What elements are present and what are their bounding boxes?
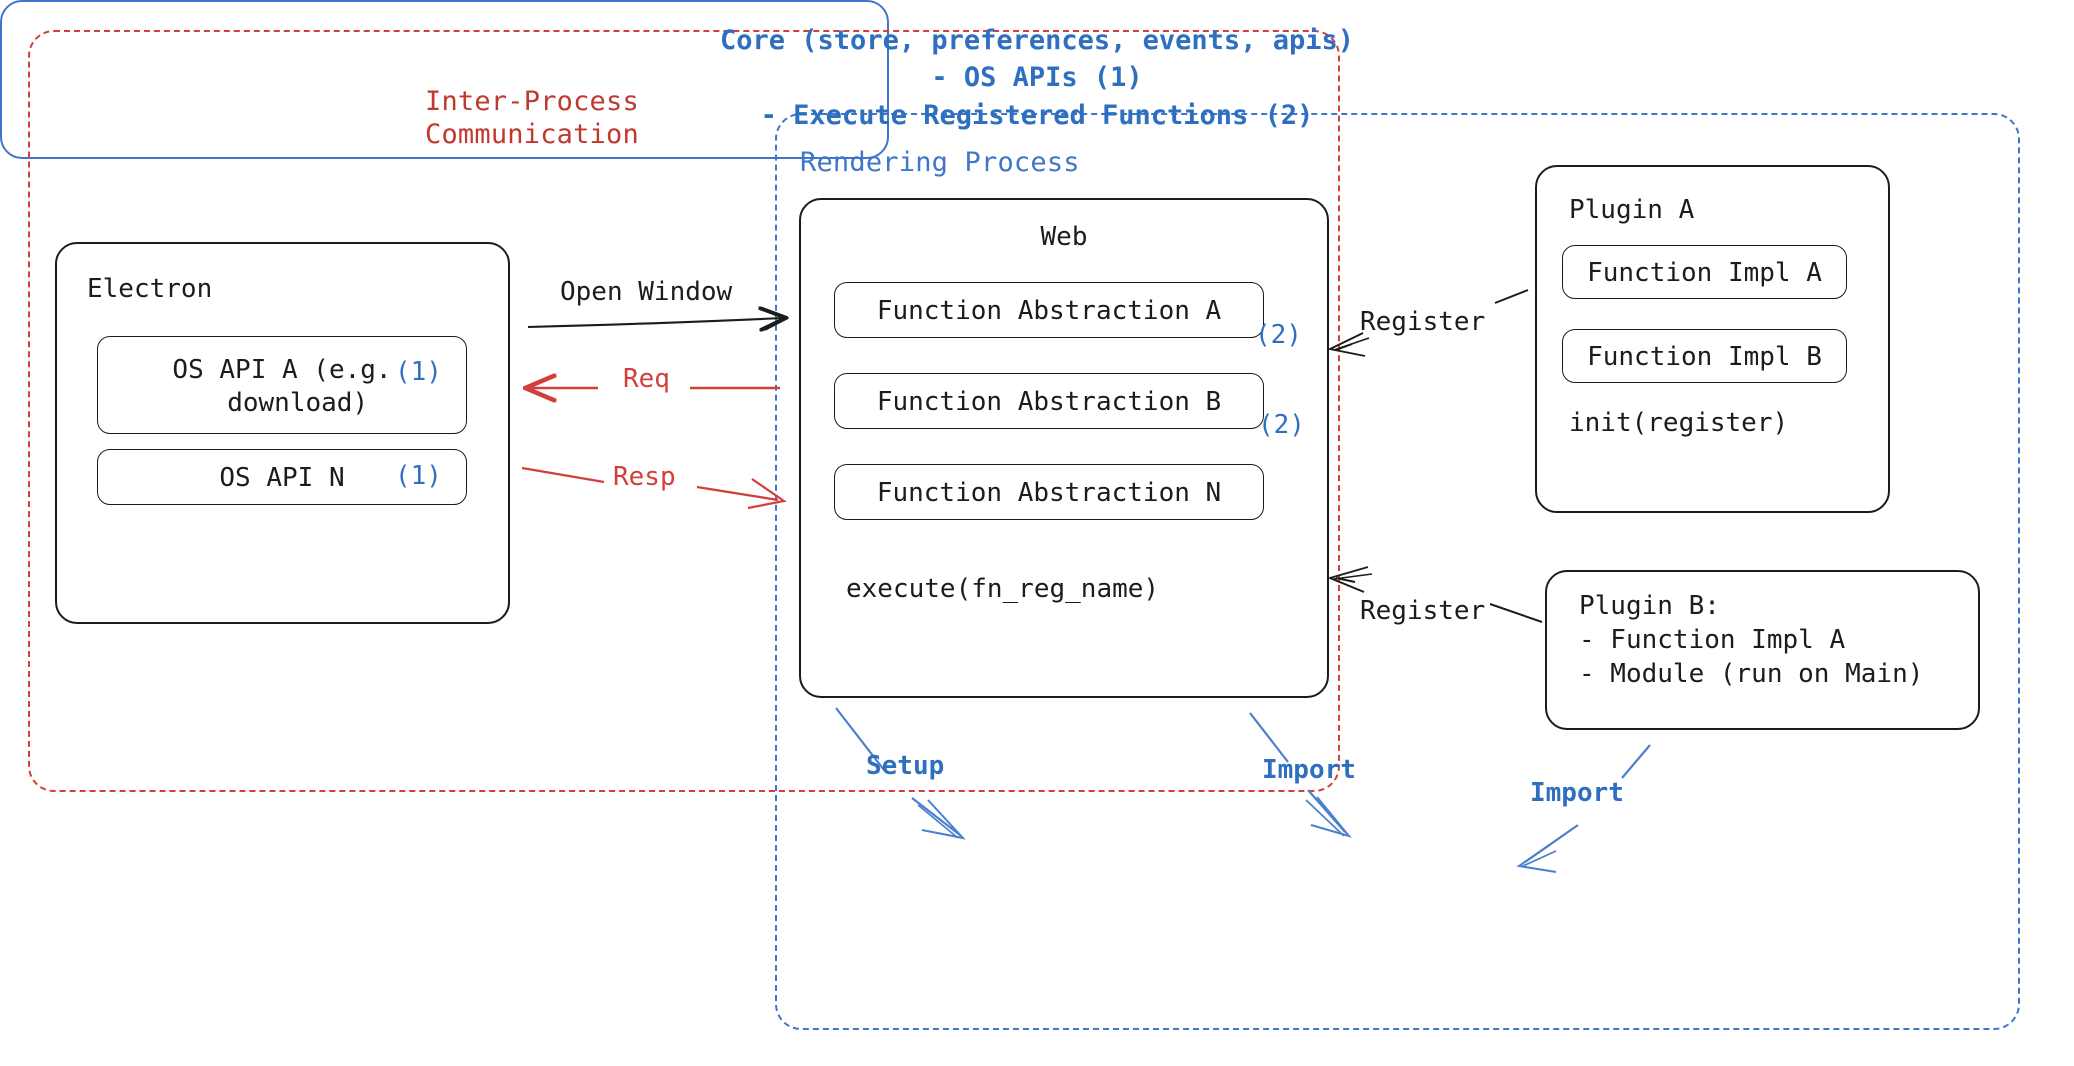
- function-impl-b-label: Function Impl B: [1587, 342, 1822, 372]
- core-box[interactable]: Core (store, preferences, events, apis) …: [0, 0, 1354, 159]
- plugin-b-box[interactable]: Plugin B: - Function Impl A - Module (ru…: [1545, 570, 1980, 730]
- function-abstraction-a-badge: (2): [1255, 320, 1302, 350]
- plugin-a-box[interactable]: Plugin A Function Impl A Function Impl B…: [1535, 165, 1890, 513]
- function-impl-a-label: Function Impl A: [1587, 258, 1822, 288]
- electron-box[interactable]: Electron OS API A (e.g. download) OS API…: [55, 242, 510, 624]
- group-rendering-process: [775, 113, 2020, 1030]
- plugin-a-init-label: init(register): [1569, 408, 1789, 438]
- os-api-n-badge: (1): [395, 461, 442, 491]
- connector-label-setup: Setup: [866, 751, 945, 781]
- web-box[interactable]: Web Function Abstraction A Function Abst…: [799, 198, 1329, 698]
- connector-label-resp: Resp: [613, 462, 676, 492]
- function-abstraction-b-badge: (2): [1258, 410, 1305, 440]
- os-api-a-box[interactable]: OS API A (e.g. download): [97, 336, 467, 434]
- function-impl-b-box[interactable]: Function Impl B: [1562, 329, 1847, 383]
- function-abstraction-n-box[interactable]: Function Abstraction N: [834, 464, 1264, 520]
- web-title: Web: [1040, 222, 1088, 252]
- connector-label-register-plugin-b: Register: [1360, 596, 1486, 626]
- function-abstraction-b-label: Function Abstraction B: [876, 387, 1222, 417]
- group-label-rendering-process: Rendering Process: [800, 147, 1080, 178]
- connector-label-register-plugin-a: Register: [1360, 307, 1486, 337]
- core-text: Core (store, preferences, events, apis) …: [720, 25, 1354, 131]
- connector-label-req: Req: [623, 364, 670, 394]
- function-abstraction-n-label: Function Abstraction N: [876, 478, 1222, 508]
- connector-label-import-plugin-b: Import: [1530, 778, 1624, 808]
- function-abstraction-a-label: Function Abstraction A: [876, 296, 1222, 326]
- function-abstraction-a-box[interactable]: Function Abstraction A: [834, 282, 1264, 338]
- group-label-ipc: Inter-Process Communication: [425, 86, 639, 151]
- os-api-a-badge: (1): [395, 357, 442, 387]
- os-api-a-label: OS API A (e.g. download): [172, 355, 392, 419]
- os-api-n-box[interactable]: OS API N: [97, 449, 467, 505]
- plugin-a-title: Plugin A: [1569, 195, 1695, 225]
- group-inter-process-communication: [28, 30, 1340, 792]
- os-api-n-label: OS API N: [219, 463, 345, 493]
- web-execute-label: execute(fn_reg_name): [846, 574, 1160, 604]
- electron-title: Electron: [87, 274, 213, 304]
- function-impl-a-box[interactable]: Function Impl A: [1562, 245, 1847, 299]
- function-abstraction-b-box[interactable]: Function Abstraction B: [834, 373, 1264, 429]
- plugin-b-text: Plugin B: - Function Impl A - Module (ru…: [1579, 591, 1924, 689]
- connector-label-import-web: Import: [1262, 755, 1356, 785]
- connector-label-open-window: Open Window: [560, 277, 733, 307]
